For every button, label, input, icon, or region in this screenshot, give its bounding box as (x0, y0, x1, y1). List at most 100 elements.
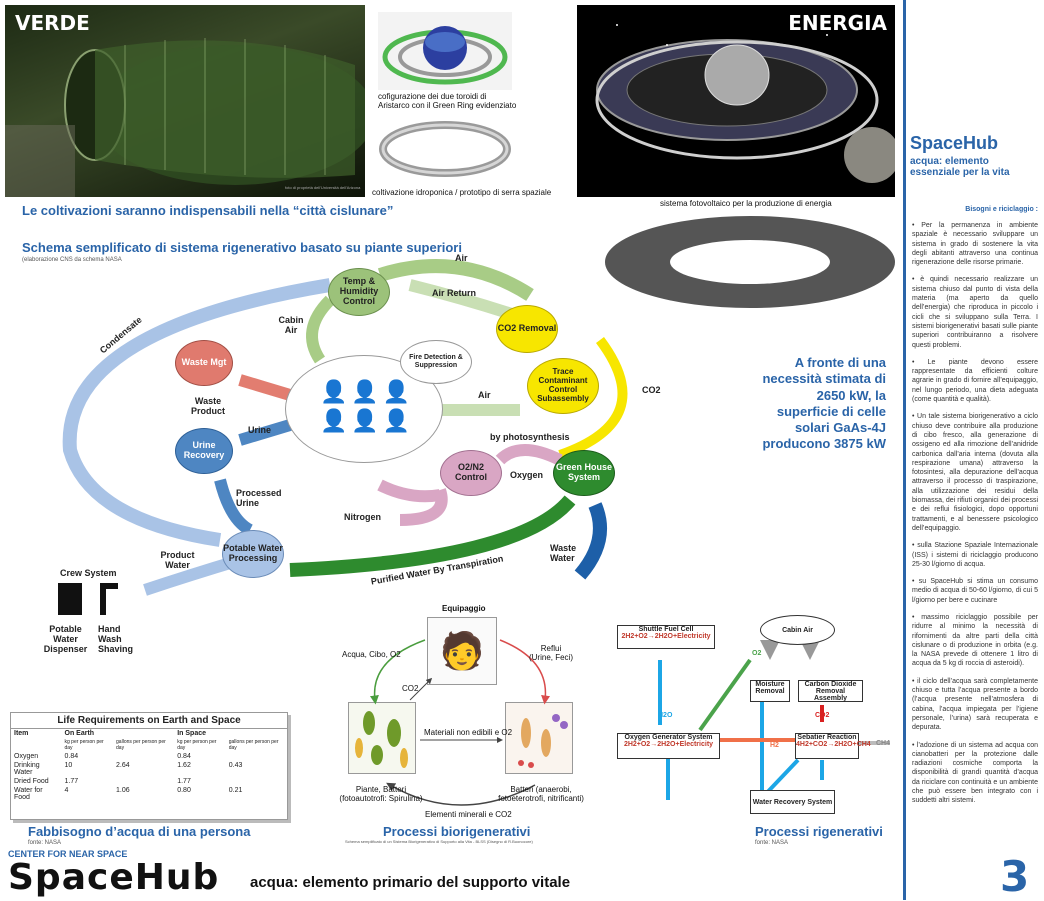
label-air-2: Air (478, 390, 491, 400)
table-subheader: kg per person per day (64, 739, 104, 751)
table-cell: Drinking Water (14, 762, 40, 776)
label-waste-product: Waste Product (190, 396, 225, 416)
astronaut-image: 🧑 (427, 617, 497, 685)
sidebar-section: Bisogni e riciclaggio : (965, 206, 1038, 213)
table-cell: 1.77 (177, 778, 191, 785)
table-cell: 0.84 (64, 753, 79, 760)
bacteria-image (505, 702, 573, 774)
table-cell: 1.62 (177, 762, 191, 769)
table-cell: 0.80 (177, 787, 191, 794)
shuttle-label: Shuttle Fuel Cell (638, 626, 694, 633)
table-cell (226, 752, 287, 761)
sidebar-paragraph: • è quindi necessario realizzare un sist… (912, 276, 1038, 349)
table-cell (226, 777, 287, 786)
table-caption: Fabbisogno d’acqua di una persona (28, 824, 251, 839)
moisture-removal-box: Moisture Removal (750, 680, 790, 702)
table-row: Water for Food 4 1.06 0.80 0.21 (11, 786, 287, 802)
energy-stat: A fronte di una necessità stimata di 265… (762, 355, 886, 452)
o2n2-control-node: O2/N2 Control (440, 450, 502, 496)
table-cell (113, 777, 174, 786)
sidebar: SpaceHub acqua: elemento essenziale per … (903, 0, 1044, 900)
co2-removal-box: Carbon Dioxide Removal Assembly (798, 680, 863, 702)
life-requirements-table: Life Requirements on Earth and Space Ite… (10, 712, 288, 820)
table-cell: 0.21 (228, 787, 243, 794)
crew-icon: 👤👤👤👤👤👤 (320, 379, 415, 433)
solar-station-illustration (595, 24, 895, 183)
solar-ring-illustration (605, 216, 895, 308)
cabin-air-box: Cabin Air (760, 615, 835, 645)
oxygen-generator-box: Oxygen Generator System 2H2+O2→2H2O+Elec… (617, 733, 720, 759)
bio-caption: Processi biorigenerativi (383, 824, 531, 839)
green-ring-image (378, 118, 512, 180)
footer-brand: SpaceHub (8, 857, 220, 898)
solar-station-photo: ENERGIA (577, 5, 895, 197)
bio-elementi: Elementi minerali e CO2 (425, 810, 512, 819)
table-cell: 4 (64, 787, 69, 794)
table-cell: Water for Food (14, 787, 43, 801)
regen-credit: fonte: NASA (755, 840, 789, 846)
table-cell (113, 752, 174, 761)
sidebar-paragraph: • Le piante devono essere rappresentate … (912, 358, 1038, 404)
label-photosynthesis: by photosynthesis (490, 432, 570, 442)
sebatier-label: Sebatier Reaction (797, 734, 857, 741)
sidebar-subtitle: acqua: elemento essenziale per la vita (910, 156, 1010, 178)
greenhouse-node: Green House System (553, 450, 615, 496)
sebatier-equation: 4H2+CO2→2H2O+CH4 (796, 741, 871, 748)
toroid-image (378, 12, 512, 90)
co2-removal-node: CO2 Removal (496, 305, 558, 353)
label-hand-wash: Hand Wash Shaving (98, 624, 134, 654)
bio-piante: Piante, Batteri (fotoautotrofi: Spirulin… (339, 785, 423, 803)
table-subheader: kg per person per day (177, 739, 217, 751)
verde-title: VERDE (15, 11, 90, 35)
label-crew-system: Crew System (60, 568, 117, 578)
energia-caption: sistema fotovoltaico per la produzione d… (660, 199, 832, 208)
bio-reflui: Reflui (Urine, Feci) (528, 644, 573, 662)
regen-h2o: H2O (658, 712, 673, 719)
table-title: Life Requirements on Earth and Space (11, 713, 287, 729)
label-product-water: Product Water (160, 550, 195, 570)
table-row: Drinking Water 10 2.64 1.62 0.43 (11, 761, 287, 777)
greenhouse-tunnel-photo: VERDE foto di proprietà dell'Università … (5, 5, 365, 197)
table-row: Oxygen 0.84 0.84 (11, 752, 287, 761)
table-cell: 1.06 (116, 787, 130, 794)
hand-wash-icon (100, 583, 118, 615)
shuttle-fuel-cell-box: Shuttle Fuel Cell 2H2+O2→2H2O+Electricit… (617, 625, 715, 649)
water-dispenser-icon (58, 583, 82, 615)
table-cell: 1.77 (64, 778, 79, 785)
regen-h2: H2 (770, 742, 779, 749)
regen-co2: CO2 (815, 712, 830, 719)
table-cell: 10 (64, 762, 73, 769)
label-cabin-air: Cabin Air (278, 315, 304, 335)
table-subheader: gallons per person per day (116, 739, 166, 751)
footer-subtitle: acqua: elemento primario del supporto vi… (250, 874, 571, 891)
shuttle-equation: 2H2+O2→2H2O+Electricity (621, 633, 711, 640)
sidebar-text: • Per la permanenza in ambiente spaziale… (906, 221, 1044, 806)
bio-input: Acqua, Cibo, O2 (342, 650, 401, 659)
table-cell: 2.64 (116, 762, 130, 769)
oxygen-gen-label: Oxygen Generator System (624, 734, 713, 741)
label-nitrogen: Nitrogen (344, 512, 381, 522)
bio-equipaggio: Equipaggio (442, 604, 486, 613)
schema-credit: (elaborazione CNS da schema NASA (22, 257, 122, 263)
label-co2: CO2 (642, 385, 661, 395)
sidebar-title: SpaceHub (910, 133, 999, 153)
table-header: Item (14, 730, 29, 737)
bio-cycle-arrows (369, 639, 551, 806)
regen-ch4: CH4 (876, 740, 891, 747)
sidebar-paragraph: • il ciclo dell’acqua sarà completamente… (912, 677, 1038, 732)
temp-humidity-node: Temp & Humidity Control (328, 268, 390, 316)
hydroponic-caption: coltivazione idroponica / prototipo di s… (372, 188, 552, 197)
label-waste-water: Waste Water (550, 543, 577, 563)
table-cell: Dried Food (14, 778, 49, 785)
table-cell: 0.43 (228, 762, 243, 769)
table-credit: fonte: NASA (28, 840, 62, 846)
sebatier-box: Sebatier Reaction 4H2+CO2→2H2O+CH4 (795, 733, 871, 759)
table-cell: Oxygen (14, 753, 39, 760)
energia-title: ENERGIA (788, 11, 887, 35)
page-number: 3 (1000, 852, 1030, 901)
table-row: Dried Food 1.77 1.77 (11, 777, 287, 786)
label-oxygen: Oxygen (510, 470, 544, 480)
table-subheader: gallons per person per day (228, 739, 279, 751)
table-cell: 0.84 (177, 753, 191, 760)
bio-co2: CO2 (402, 684, 419, 693)
